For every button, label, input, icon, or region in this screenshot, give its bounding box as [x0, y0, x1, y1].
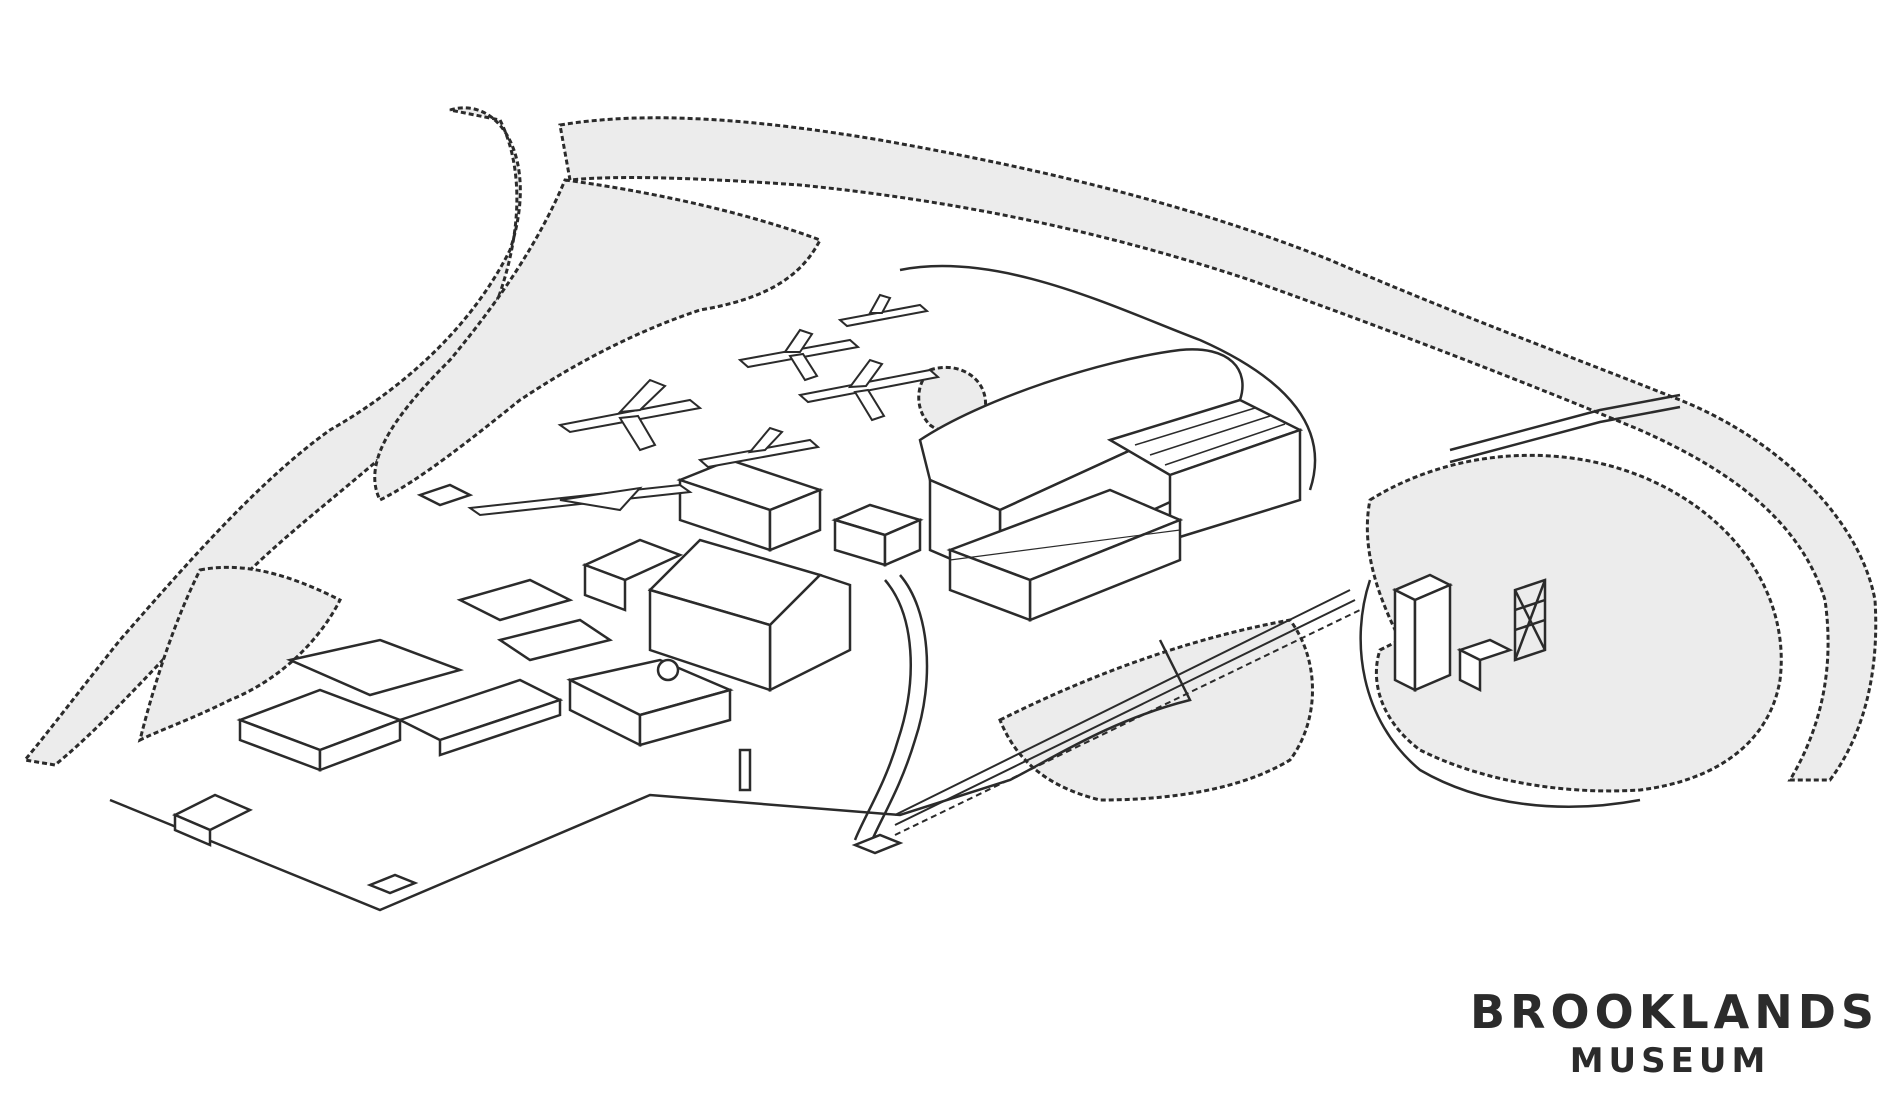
- buildings: [172, 348, 1547, 895]
- small-huts: [366, 483, 904, 895]
- airliner-2: [697, 426, 821, 469]
- prop-aircraft-1: [737, 328, 861, 382]
- concorde: [467, 483, 693, 517]
- railway-line: [894, 589, 1361, 836]
- long-shed: [946, 488, 1184, 622]
- tree-belt-east-hill: [1365, 453, 1783, 793]
- tree-belt-north: [558, 116, 1878, 782]
- aircraft: [467, 293, 941, 517]
- clubhouse: [566, 658, 734, 748]
- logo-line-1: BROOKLANDS: [1470, 985, 1880, 1039]
- office-block: [831, 503, 924, 567]
- west-sheds: [236, 578, 614, 772]
- main-road: [868, 574, 929, 846]
- bridge-rail-lower: [1449, 405, 1681, 464]
- brooklands-museum-logo: BROOKLANDS MUSEUM: [1470, 985, 1880, 1083]
- roads: [109, 264, 1681, 912]
- prop-aircraft-3: [797, 358, 941, 422]
- bridge-rail: [1449, 393, 1681, 452]
- east-sheds: [1392, 573, 1514, 693]
- tree-belt-inner: [373, 178, 823, 503]
- airliner-1: [557, 378, 703, 452]
- runway-curve: [899, 264, 1317, 491]
- gabled-hangar: [676, 458, 824, 552]
- solar-roof-hangar: [1106, 398, 1304, 542]
- prop-aircraft-2: [837, 293, 930, 328]
- site-boundary: [109, 639, 1192, 912]
- tree-belt-southwest: [137, 565, 343, 743]
- logo-line-2: MUSEUM: [1569, 1041, 1771, 1081]
- main-road-edge: [853, 579, 912, 841]
- test-tower: [1513, 578, 1547, 662]
- east-track: [1359, 579, 1641, 808]
- main-exhibition-hall: [581, 538, 852, 693]
- gatehouse: [172, 793, 253, 847]
